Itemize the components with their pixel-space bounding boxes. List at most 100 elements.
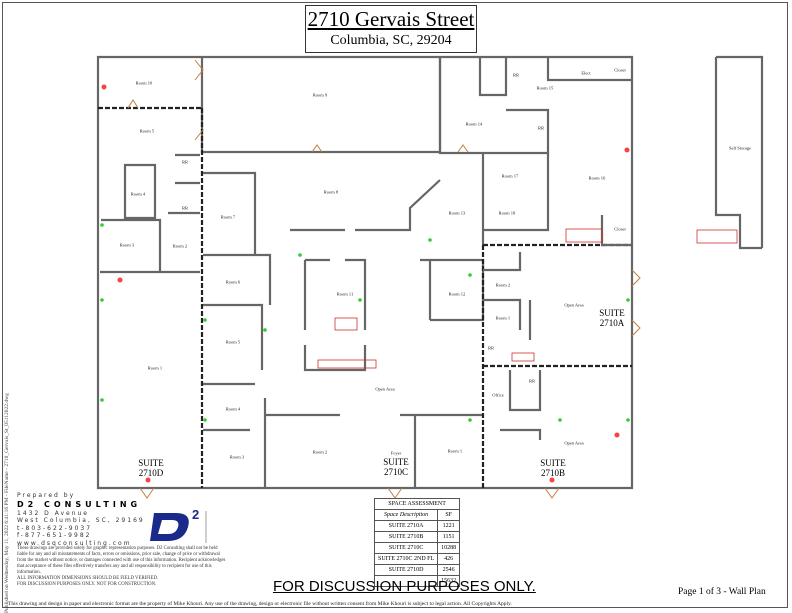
wall [400,413,483,488]
fax: f-877-651-9982 [17,532,92,539]
outlet-icon [626,298,630,302]
suite-word: SUITE [383,457,409,467]
room-label: Room 2 [172,243,188,249]
space-name [373,575,439,587]
room-label: Room 6 [225,279,241,285]
wall [600,215,632,247]
space-sf: 10288 [437,542,461,554]
room-label: Room 2 [312,449,328,455]
wall [500,370,542,440]
room-label: Room 7 [220,214,236,220]
room-label: RR [537,125,545,131]
room-label: Room 11 [336,291,354,297]
room-label: RR [181,159,189,165]
address-line-1: 1432 D Avenue [17,509,89,517]
counter [317,359,377,369]
room-label: Room 14 [465,121,483,127]
space-name: SUITE 2710D [373,564,439,576]
wall [203,171,272,370]
wall [203,382,340,488]
outlet-icon [203,418,207,422]
room-label: RR [487,345,495,351]
disclaimer-not-for-construction: FOR DISCUSSION PURPOSES ONLY. NOT FOR CO… [17,582,157,587]
wall [168,153,200,215]
outlet-icon [428,238,432,242]
wall [483,252,532,340]
page-subtitle: Columbia, SC, 29204 [330,33,452,48]
outlet-icon [100,223,104,227]
room-label: RR [512,72,520,78]
wall [303,258,367,372]
counter [511,352,535,362]
svg-text:2: 2 [192,507,199,522]
room-label: Room 8 [323,189,339,195]
room-label: Room 12 [448,291,466,297]
room-label: Room 17 [501,173,519,179]
total-row: 15632 [373,575,461,587]
room-label: Open Area [375,386,395,392]
room-label: Open Area [564,302,584,308]
wall [438,57,550,245]
page-indicator: Page 1 of 3 - Wall Plan [678,587,766,597]
column-header: SF [437,509,461,521]
room-label: Room 10 [135,80,153,86]
space-sf: 1221 [437,520,461,532]
room-label: Room 1 [147,365,163,371]
fire-extinguisher-icon [549,477,555,483]
outlet-icon [298,253,302,257]
table-title: SPACE ASSESSMENT [373,498,461,510]
room-label: Room 4 [130,191,146,197]
room-label: RR [181,205,189,211]
room-label: Room 3 [229,454,245,460]
phone: t-803-622-9037 [17,524,93,532]
disclaimer: These drawings are provided solely for g… [17,546,229,588]
suite-number: 2710B [540,468,565,478]
fire-extinguisher-icon [145,477,151,483]
suite-word: SUITE [138,458,164,468]
company-name: D2 CONSULTING [17,499,142,509]
suite-number: 2710C [383,467,408,477]
room-label: Room 1 [495,315,511,321]
d2-logo: 2 [150,507,207,543]
wall [420,258,485,322]
suite-number: 2710D [138,468,164,478]
room-label: Office [492,392,504,398]
exterior-wall [96,55,634,490]
space-sf: 2546 [437,564,461,576]
total-sf: 15632 [437,575,461,587]
room-label: Self Storage [728,145,752,151]
door-swings [127,59,641,499]
website: www.dsqconsulting.com [17,539,132,547]
space-name: SUITE 2710C 2ND FL [373,553,439,565]
publish-note: Published on Wednesday, May 11, 2022 6:4… [4,393,10,613]
outlet-icon [626,418,630,422]
room-label: Room 2 [495,282,511,288]
room-label: Room 3 [119,242,135,248]
conference-table [334,317,358,331]
space-name: SUITE 2710A [373,520,439,532]
page-title: 2710 Gervais Street [307,7,475,31]
fire-extinguisher-icon [117,277,123,283]
room-label: Room 5 [139,128,155,134]
discussion-banner: FOR DISCUSSION PURPOSES ONLY. [273,578,536,595]
room-label: Room 16 [588,175,606,181]
room-label: Open Area [564,440,584,446]
room-label: Room 18 [498,210,516,216]
title-block: 2710 Gervais Street Columbia, SC, 29204 [305,5,477,53]
room-label: Room 1 [447,448,463,454]
room-label: Closet [614,67,626,73]
space-sf: 1151 [437,531,461,543]
suite-word: SUITE [599,308,625,318]
room-label: Room 4 [225,406,241,412]
outlet-icon [468,273,472,277]
